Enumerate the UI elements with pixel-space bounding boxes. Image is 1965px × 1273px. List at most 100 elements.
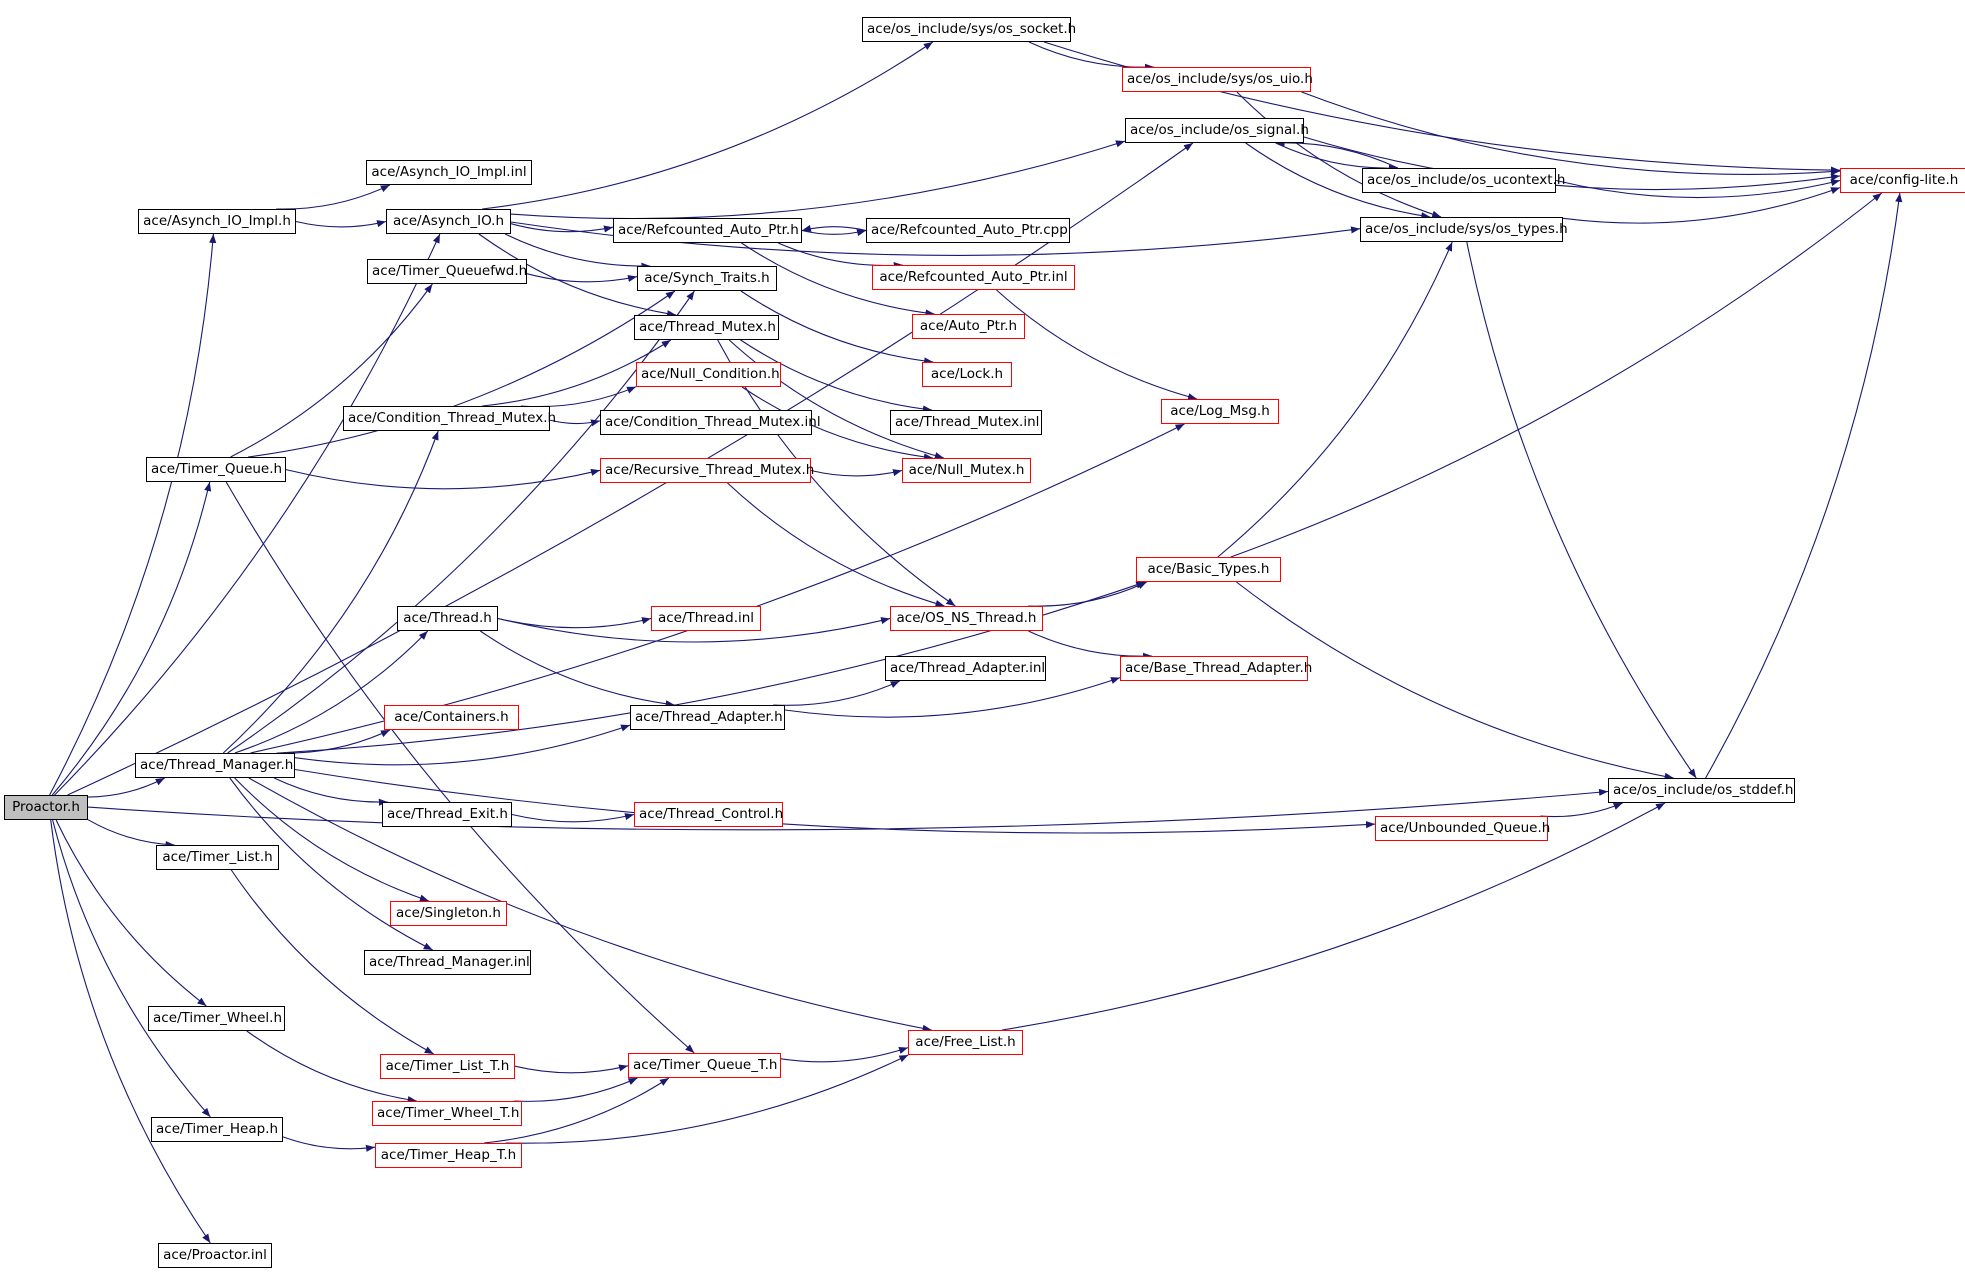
edge-thread-exit-h-to-thread-control-h [511, 813, 635, 823]
edge-proactor-h-to-asynch-io-impl-h [49, 233, 217, 796]
edge-condition-thread-mutex-h-to-condition-thread-mutex-inl [549, 419, 601, 427]
edge-thread-manager-h-to-unbounded-queue-h [294, 768, 1376, 834]
edge-free-list-h-to-os-stddef-h [1001, 802, 1666, 1031]
node-proactor-inl[interactable]: ace/Proactor.inl [158, 1243, 272, 1268]
edge-timer-queue-h-to-timer-queue-t-h [225, 481, 695, 1054]
edge-timer-heap-t-h-to-timer-queue-t-h [484, 1077, 670, 1144]
node-refcounted-auto-ptr-h[interactable]: ace/Refcounted_Auto_Ptr.h [613, 218, 802, 243]
node-free-list-h[interactable]: ace/Free_List.h [908, 1030, 1023, 1055]
edge-recursive-thread-mutex-h-to-os-ns-thread-h [727, 482, 945, 607]
node-timer-wheel-h[interactable]: ace/Timer_Wheel.h [148, 1006, 285, 1031]
node-os-ns-thread-h[interactable]: ace/OS_NS_Thread.h [890, 606, 1043, 631]
edge-proactor-h-to-timer-queue-h [51, 481, 212, 796]
node-thread-h[interactable]: ace/Thread.h [397, 606, 498, 631]
edge-timer-queue-h-to-timer-queuefwd-h [230, 283, 433, 458]
edge-refcounted-auto-ptr-cpp-to-refcounted-auto-ptr-h [801, 224, 867, 232]
node-basic-types-h[interactable]: ace/Basic_Types.h [1136, 557, 1281, 582]
edge-os-types-h-to-os-stddef-h [1466, 241, 1697, 779]
edge-asynch-io-h-to-refcounted-auto-ptr-h [510, 223, 614, 233]
node-proactor-h[interactable]: Proactor.h [4, 795, 88, 820]
node-os-signal-h[interactable]: ace/os_include/os_signal.h [1125, 118, 1309, 143]
edge-os-signal-h-to-os-types-h [1245, 142, 1431, 220]
edge-asynch-io-h-to-synch-traits-h [504, 233, 651, 270]
edge-thread-manager-h-to-singleton-h [234, 777, 429, 902]
node-asynch-io-h[interactable]: ace/Asynch_IO.h [386, 209, 511, 234]
node-refcounted-auto-ptr-cpp[interactable]: ace/Refcounted_Auto_Ptr.cpp [866, 218, 1070, 243]
node-unbounded-queue-h[interactable]: ace/Unbounded_Queue.h [1375, 816, 1550, 841]
node-timer-wheel-t-h[interactable]: ace/Timer_Wheel_T.h [372, 1101, 522, 1126]
node-thread-manager-h[interactable]: ace/Thread_Manager.h [135, 753, 295, 778]
edge-os-signal-h-to-config-lite-h [1303, 136, 1841, 191]
node-containers-h[interactable]: ace/Containers.h [384, 705, 519, 730]
node-config-lite-h[interactable]: ace/config-lite.h [1840, 168, 1965, 193]
edge-timer-list-h-to-timer-list-t-h [230, 869, 434, 1055]
edge-synch-traits-h-to-lock-h [740, 290, 934, 365]
node-condition-thread-mutex-inl[interactable]: ace/Condition_Thread_Mutex.inl [600, 410, 821, 435]
node-timer-list-h[interactable]: ace/Timer_List.h [156, 845, 279, 870]
node-condition-thread-mutex-h[interactable]: ace/Condition_Thread_Mutex.h [343, 406, 556, 431]
edge-proactor-h-to-timer-heap-h [52, 819, 211, 1118]
node-timer-queue-h[interactable]: ace/Timer_Queue.h [146, 457, 286, 482]
edge-proactor-h-to-thread-manager-h [87, 777, 165, 798]
node-os-socket-h[interactable]: ace/os_include/sys/os_socket.h [862, 17, 1076, 42]
node-thread-adapter-h[interactable]: ace/Thread_Adapter.h [630, 705, 785, 730]
edge-asynch-io-h-to-thread-mutex-h [478, 233, 677, 318]
edge-thread-h-to-thread-adapter-h [479, 630, 675, 708]
node-asynch-io-impl-h[interactable]: ace/Asynch_IO_Impl.h [138, 209, 296, 234]
node-os-stddef-h[interactable]: ace/os_include/os_stddef.h [1608, 778, 1795, 803]
edge-thread-manager-h-to-free-list-h [248, 777, 932, 1032]
node-thread-exit-h[interactable]: ace/Thread_Exit.h [382, 802, 512, 827]
edge-thread-mutex-h-to-null-mutex-h [728, 339, 944, 460]
node-singleton-h[interactable]: ace/Singleton.h [390, 901, 507, 926]
edge-os-stddef-h-to-config-lite-h [1705, 192, 1903, 779]
edge-thread-mutex-h-to-thread-mutex-inl [740, 339, 932, 413]
edge-os-uio-h-to-config-lite-h [1301, 91, 1841, 176]
node-recursive-thread-mutex-h[interactable]: ace/Recursive_Thread_Mutex.h [600, 458, 814, 483]
edge-timer-queue-h-to-recursive-thread-mutex-h [285, 468, 601, 490]
node-thread-inl[interactable]: ace/Thread.inl [651, 606, 761, 631]
edge-asynch-io-impl-h-to-asynch-io-h [295, 220, 387, 228]
node-refcounted-auto-ptr-inl[interactable]: ace/Refcounted_Auto_Ptr.inl [872, 265, 1075, 290]
edge-proactor-h-to-timer-wheel-h [55, 819, 207, 1007]
node-log-msg-h[interactable]: ace/Log_Msg.h [1161, 399, 1279, 424]
node-timer-queuefwd-h[interactable]: ace/Timer_Queuefwd.h [367, 259, 527, 284]
edge-timer-queue-t-h-to-free-list-h [780, 1047, 909, 1063]
node-timer-list-t-h[interactable]: ace/Timer_List_T.h [380, 1054, 515, 1079]
node-lock-h[interactable]: ace/Lock.h [922, 362, 1012, 387]
edge-unbounded-queue-h-to-os-stddef-h [1540, 802, 1623, 818]
edge-os-ucontext-h-to-config-lite-h [1555, 179, 1841, 199]
edge-asynch-io-h-to-os-socket-h [482, 41, 934, 210]
node-thread-control-h[interactable]: ace/Thread_Control.h [634, 802, 783, 827]
edge-thread-adapter-h-to-base-thread-adapter-h [784, 677, 1121, 718]
edge-basic-types-h-to-config-lite-h [1230, 192, 1883, 558]
node-os-ucontext-h[interactable]: ace/os_include/os_ucontext.h [1362, 168, 1565, 193]
node-thread-mutex-h[interactable]: ace/Thread_Mutex.h [634, 315, 779, 340]
edge-thread-manager-h-to-thread-exit-h [273, 777, 388, 806]
node-thread-manager-inl[interactable]: ace/Thread_Manager.inl [364, 950, 531, 975]
node-timer-queue-t-h[interactable]: ace/Timer_Queue_T.h [628, 1053, 781, 1078]
node-thread-adapter-inl[interactable]: ace/Thread_Adapter.inl [885, 656, 1046, 681]
node-null-mutex-h[interactable]: ace/Null_Mutex.h [902, 458, 1031, 483]
edge-refcounted-auto-ptr-h-to-auto-ptr-h [741, 242, 935, 317]
node-os-uio-h[interactable]: ace/os_include/sys/os_uio.h [1122, 67, 1313, 92]
edge-timer-wheel-h-to-timer-wheel-t-h [246, 1030, 417, 1104]
node-synch-traits-h[interactable]: ace/Synch_Traits.h [637, 266, 777, 291]
node-os-types-h[interactable]: ace/os_include/sys/os_types.h [1360, 217, 1568, 242]
edge-thread-manager-h-to-thread-manager-inl [229, 777, 433, 951]
node-asynch-io-impl-inl[interactable]: ace/Asynch_IO_Impl.inl [366, 160, 532, 185]
edge-basic-types-h-to-os-stddef-h [1236, 581, 1674, 780]
edge-timer-list-t-h-to-timer-queue-t-h [514, 1064, 629, 1074]
node-thread-mutex-inl[interactable]: ace/Thread_Mutex.inl [890, 410, 1042, 435]
edge-timer-wheel-t-h-to-timer-queue-t-h [514, 1077, 638, 1102]
node-auto-ptr-h[interactable]: ace/Auto_Ptr.h [912, 314, 1025, 339]
node-timer-heap-h[interactable]: ace/Timer_Heap.h [151, 1117, 283, 1142]
edge-timer-heap-t-h-to-free-list-h [505, 1054, 909, 1144]
edge-thread-manager-h-to-condition-thread-mutex-h [222, 430, 439, 754]
node-null-condition-h[interactable]: ace/Null_Condition.h [636, 362, 781, 387]
edge-refcounted-auto-ptr-inl-to-log-msg-h [996, 289, 1198, 401]
node-base-thread-adapter-h[interactable]: ace/Base_Thread_Adapter.h [1120, 656, 1312, 681]
edge-proactor-h-to-proactor-inl [50, 819, 211, 1244]
node-timer-heap-t-h[interactable]: ace/Timer_Heap_T.h [375, 1143, 522, 1168]
